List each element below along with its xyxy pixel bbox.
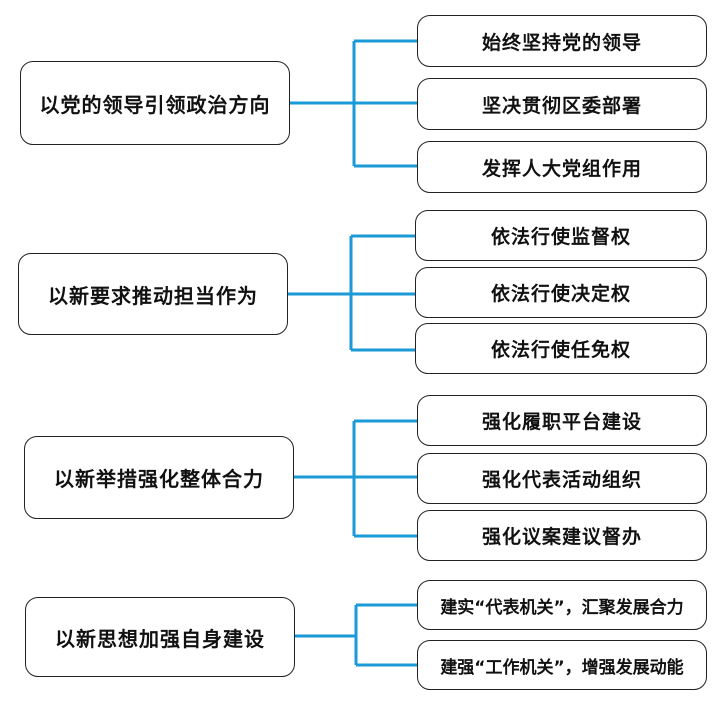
group-3-item-1: 强化履职平台建设 [417, 395, 707, 446]
group-3-title: 以新举措强化整体合力 [54, 467, 264, 491]
group-4-item-1-label: 建实“代表机关”，汇聚发展合力 [440, 597, 684, 618]
group-4-item-2-label: 建强“工作机关”，增强发展动能 [440, 657, 684, 678]
group-1-item-1: 始终坚持党的领导 [417, 15, 707, 67]
group-1-item-3: 发挥人大党组作用 [417, 141, 707, 193]
group-2-item-1: 依法行使监督权 [415, 210, 707, 261]
group-3-item-3-label: 强化议案建议督办 [481, 526, 642, 548]
group-1-title: 以党的领导引领政治方向 [39, 92, 271, 117]
group-2-item-3: 依法行使任免权 [415, 323, 707, 374]
group-2-title: 以新要求推动担当作为 [48, 283, 258, 308]
group-2-item-3-label: 依法行使任免权 [490, 339, 631, 361]
group-3-item-1-label: 强化履职平台建设 [481, 411, 642, 433]
group-1-item-3-label: 发挥人大党组作用 [481, 157, 642, 180]
group-3-item-2-label: 强化代表活动组织 [481, 469, 642, 491]
group-4-title-box: 以新思想加强自身建设 [25, 597, 295, 677]
group-3-title-box: 以新举措强化整体合力 [24, 436, 294, 519]
group-2-item-1-label: 依法行使监督权 [490, 226, 631, 248]
group-2-title-box: 以新要求推动担当作为 [18, 253, 288, 335]
group-4-item-1: 建实“代表机关”，汇聚发展合力 [417, 580, 707, 630]
group-3-item-2: 强化代表活动组织 [417, 453, 707, 504]
group-2-item-2: 依法行使决定权 [415, 267, 707, 318]
group-1-item-2-label: 坚决贯彻区委部署 [481, 94, 642, 117]
group-3-item-3: 强化议案建议督办 [417, 510, 707, 561]
group-4-title: 以新思想加强自身建设 [55, 626, 265, 651]
group-1-title-box: 以党的领导引领政治方向 [20, 61, 290, 145]
group-2-item-2-label: 依法行使决定权 [490, 283, 631, 305]
group-1-item-1-label: 始终坚持党的领导 [481, 31, 642, 54]
group-4-item-2: 建强“工作机关”，增强发展动能 [417, 640, 707, 690]
group-1-item-2: 坚决贯彻区委部署 [417, 78, 707, 130]
